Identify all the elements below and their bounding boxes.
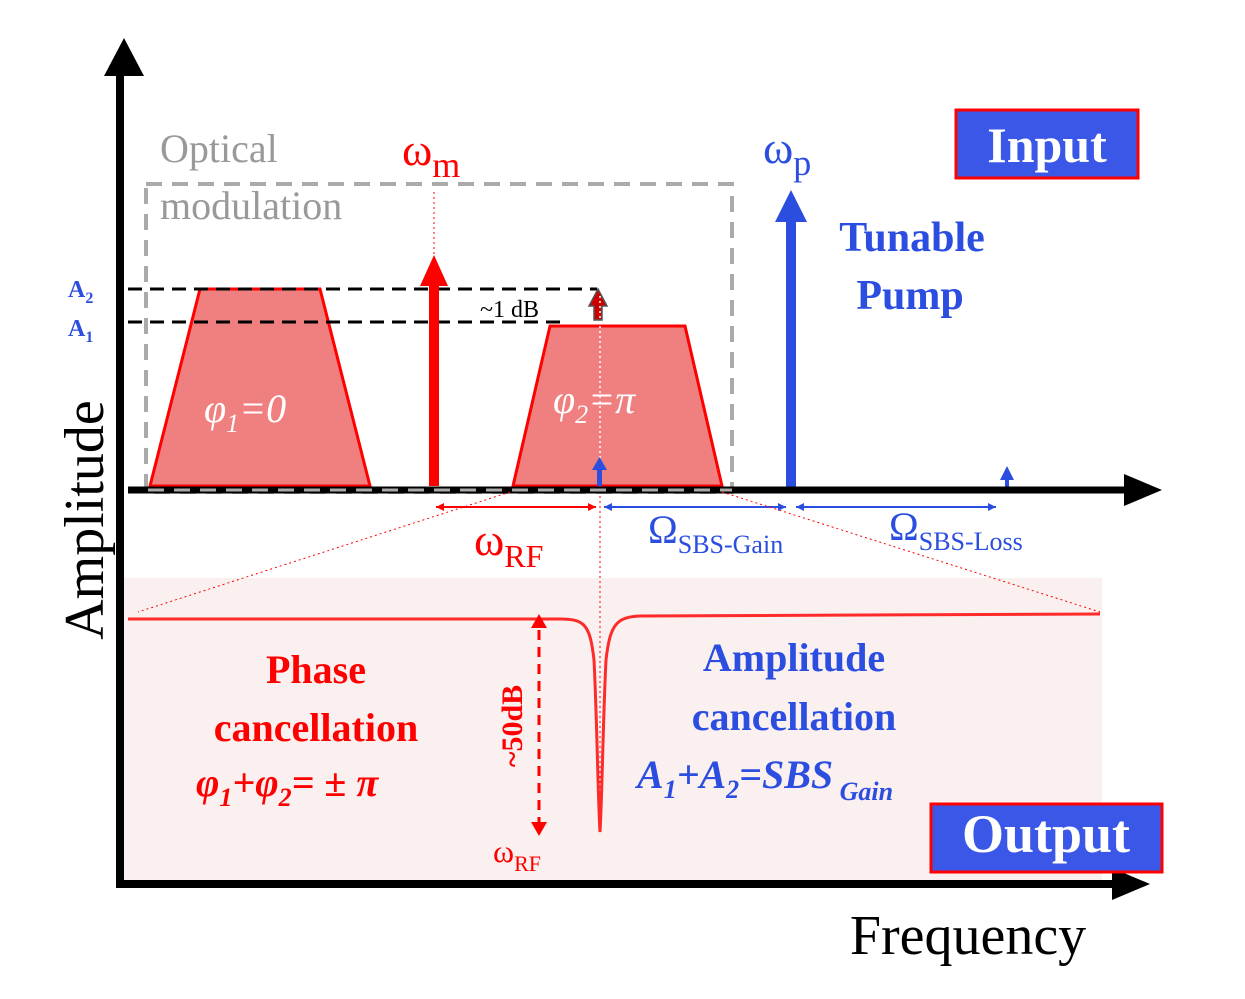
fifty-db-head-bottom (531, 822, 547, 836)
output-response-curve (128, 612, 1101, 833)
input-label: Input (987, 117, 1107, 173)
optical-modulation-label-1: Optical (160, 126, 278, 171)
x-axis-label: Frequency (850, 905, 1086, 967)
fifty-db-head-top (531, 614, 547, 628)
a1-label: A1 (68, 316, 93, 346)
carrier-arrow-head (420, 255, 448, 286)
loss-small-arrow-shaft (1005, 478, 1009, 488)
phi1-label: φ1=0 (204, 386, 286, 438)
phase-cancellation-2: cancellation (214, 705, 418, 750)
sbs-loss-label: ΩSBS-Loss (889, 504, 1023, 556)
omega-p-label: ωp (763, 122, 811, 183)
sbs-gain-label: ΩSBS-Gain (648, 507, 783, 559)
omega-rf-label: ωRF (474, 514, 543, 574)
one-db-label: ~1 dB (480, 297, 539, 323)
pump-arrow-shaft (786, 220, 796, 488)
fifty-db-label: ~50dB (496, 685, 529, 767)
optical-modulation-label-2: modulation (160, 183, 342, 228)
lower-x-axis-head (1112, 868, 1150, 900)
a2-label: A2 (68, 277, 93, 307)
zoom-line-right (721, 491, 1101, 613)
left-sideband (148, 287, 372, 488)
amplitude-cancellation-2: cancellation (692, 694, 896, 739)
loss-small-arrow-head (1000, 466, 1014, 480)
output-box (929, 802, 1164, 874)
tunable-pump-label-2: Pump (856, 273, 963, 319)
phase-cancellation-1: Phase (266, 647, 366, 692)
amplitude-cancellation-eq: A1+A2=SBS Gain (634, 752, 893, 806)
y-axis-head (104, 38, 144, 76)
amplitude-cancellation-1: Amplitude (703, 635, 885, 680)
upper-x-axis-head (1124, 474, 1162, 506)
input-box (954, 108, 1140, 180)
zoom-line-left (137, 491, 511, 613)
right-sideband (511, 324, 724, 488)
carrier-arrow-shaft (429, 284, 439, 486)
omega-m-label: ωm (402, 124, 460, 185)
tunable-pump-label-1: Tunable (839, 215, 985, 261)
omega-rf-lower-label: ωRF (493, 833, 541, 876)
optical-modulation-box (144, 182, 734, 494)
blue-small-arrow-head (592, 457, 607, 470)
phase-cancellation-eq: φ1+φ2= ± π (196, 760, 379, 812)
phi2-label: φ2=π (553, 377, 636, 429)
output-label: Output (962, 804, 1130, 864)
blue-small-arrow-shaft (597, 468, 602, 486)
gain-small-arrow (587, 287, 609, 321)
y-axis-label: Amplitude (54, 400, 116, 640)
pump-arrow-head (775, 190, 807, 222)
